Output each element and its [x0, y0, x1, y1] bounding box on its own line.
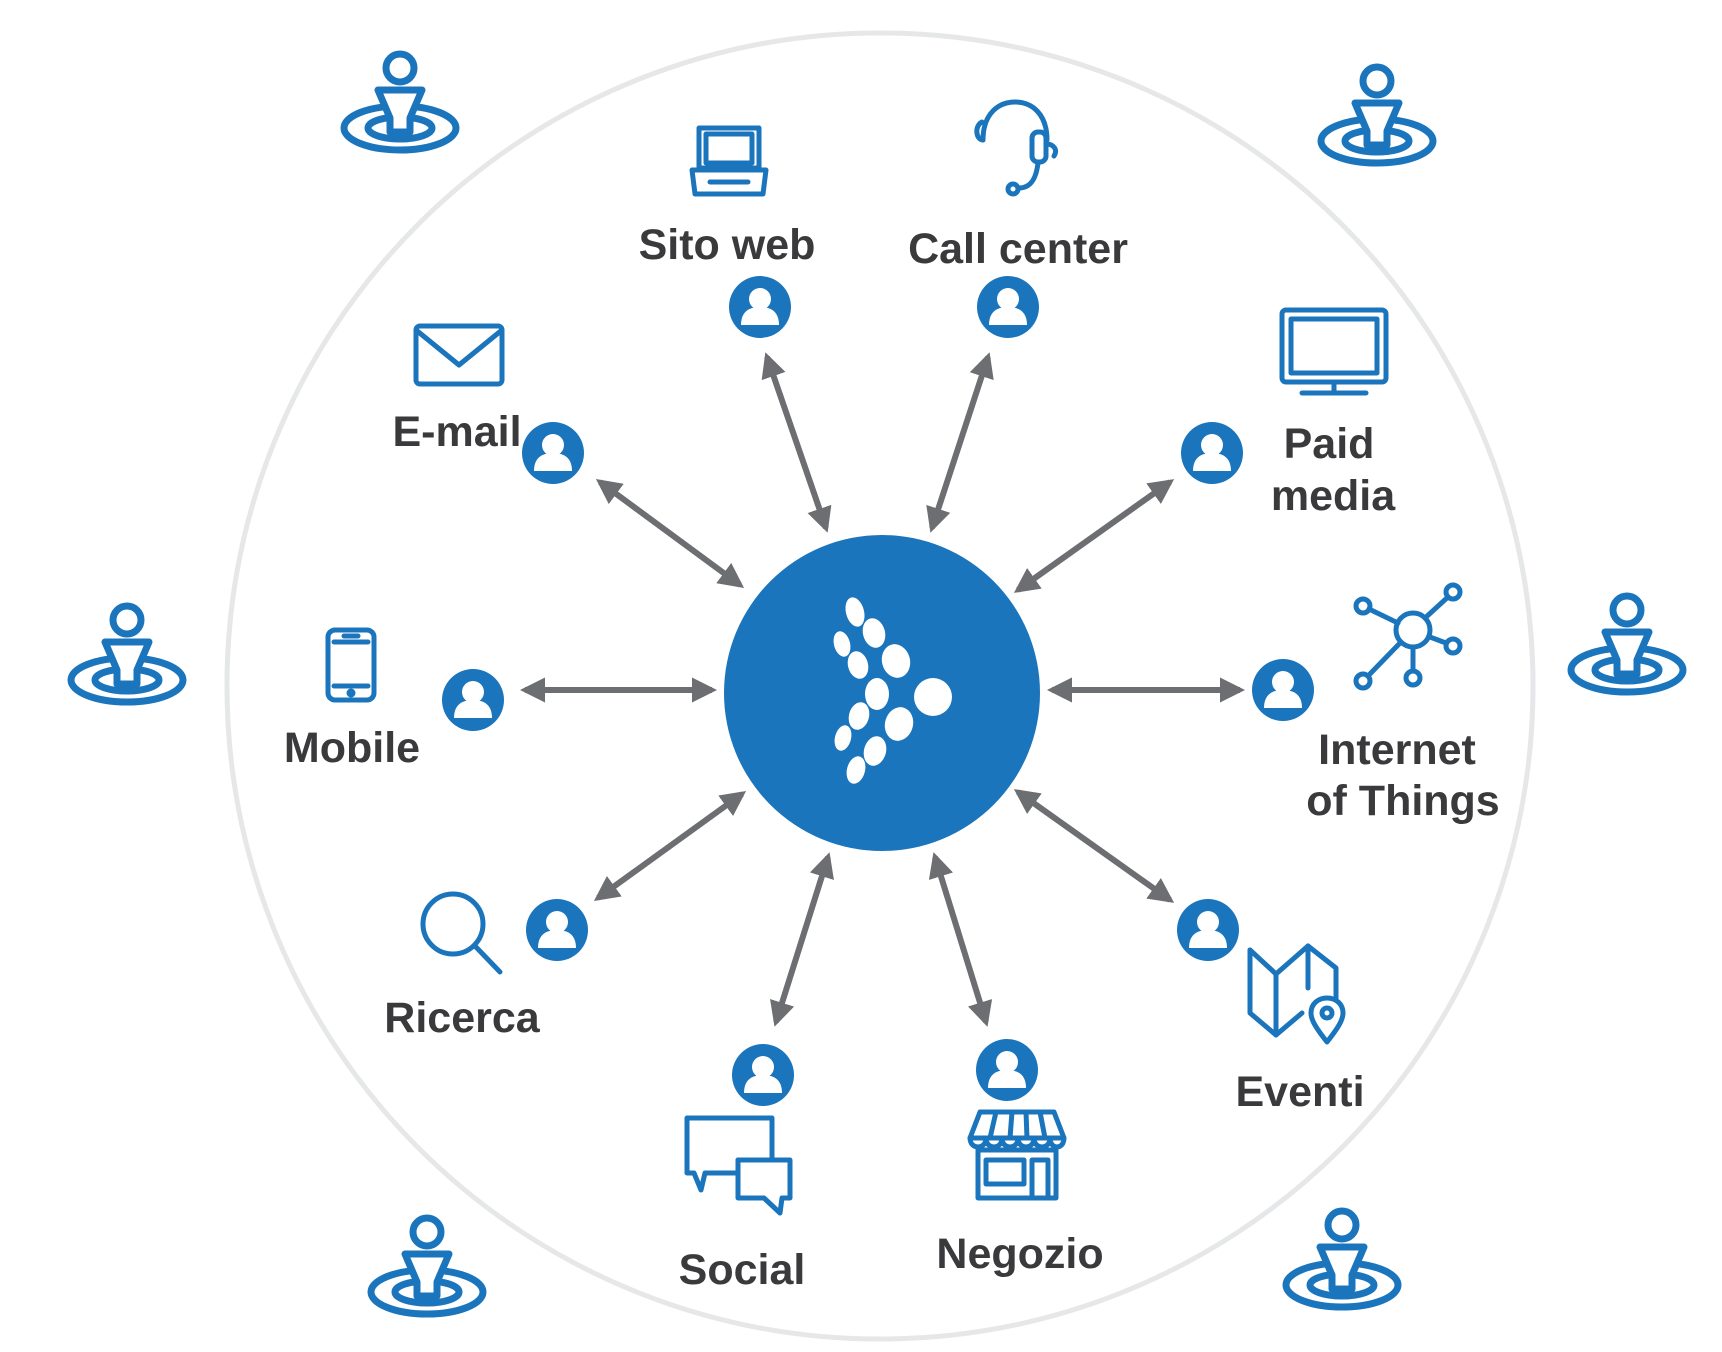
person-icon: [1177, 899, 1239, 961]
label-social: Social: [679, 1246, 806, 1294]
arrow-paid-media: [1013, 479, 1175, 593]
label-negozio: Negozio: [936, 1230, 1103, 1278]
label-sito-web: Sito web: [639, 221, 816, 269]
search-icon: [420, 891, 503, 975]
label-eventi: Eventi: [1235, 1068, 1364, 1116]
label-mobile: Mobile: [284, 724, 420, 772]
label-call-center: Call center: [908, 225, 1128, 273]
label-email: E-mail: [392, 408, 521, 456]
label-paid-media-line2: media: [1271, 472, 1396, 520]
person-icon: [976, 1039, 1038, 1101]
monitor-icon: [1279, 307, 1389, 396]
location-pin-icon: [1571, 596, 1683, 692]
label-paid-media-line1: Paid: [1284, 420, 1375, 468]
arrow-email: [595, 479, 745, 588]
person-icon: [732, 1044, 794, 1106]
label-iot-line1: Internet: [1318, 726, 1476, 774]
chat-bubbles-icon: [684, 1115, 793, 1216]
person-icon: [442, 669, 504, 731]
map-pin-icon: [1247, 943, 1346, 1045]
location-pin-icon: [71, 606, 183, 702]
arrow-ricerca: [593, 791, 747, 901]
network-icon: [1353, 582, 1463, 691]
envelope-icon: [413, 323, 505, 387]
location-pin-icon: [1321, 67, 1433, 163]
smartphone-icon: [325, 627, 377, 703]
outer-ring: [224, 30, 1536, 1342]
arrow-negozio: [928, 852, 993, 1027]
person-icon: [522, 422, 584, 484]
headset-icon: [974, 99, 1059, 197]
arrow-call-center: [926, 352, 994, 533]
arrow-social: [770, 852, 834, 1027]
person-icon: [729, 276, 791, 338]
person-icon: [1252, 659, 1314, 721]
location-pin-icon: [1286, 1211, 1398, 1307]
storefront-icon: [967, 1109, 1067, 1201]
arrow-eventi: [1013, 789, 1175, 903]
label-ricerca: Ricerca: [384, 994, 540, 1042]
arrow-sito-web: [761, 352, 832, 533]
person-icon: [977, 276, 1039, 338]
person-icon: [1181, 422, 1243, 484]
hub-logo: [724, 535, 1040, 851]
laptop-icon: [689, 125, 769, 197]
label-iot-line2: of Things: [1306, 777, 1499, 825]
location-pin-icon: [371, 1218, 483, 1314]
location-pin-icon: [344, 54, 456, 150]
person-icon: [526, 899, 588, 961]
